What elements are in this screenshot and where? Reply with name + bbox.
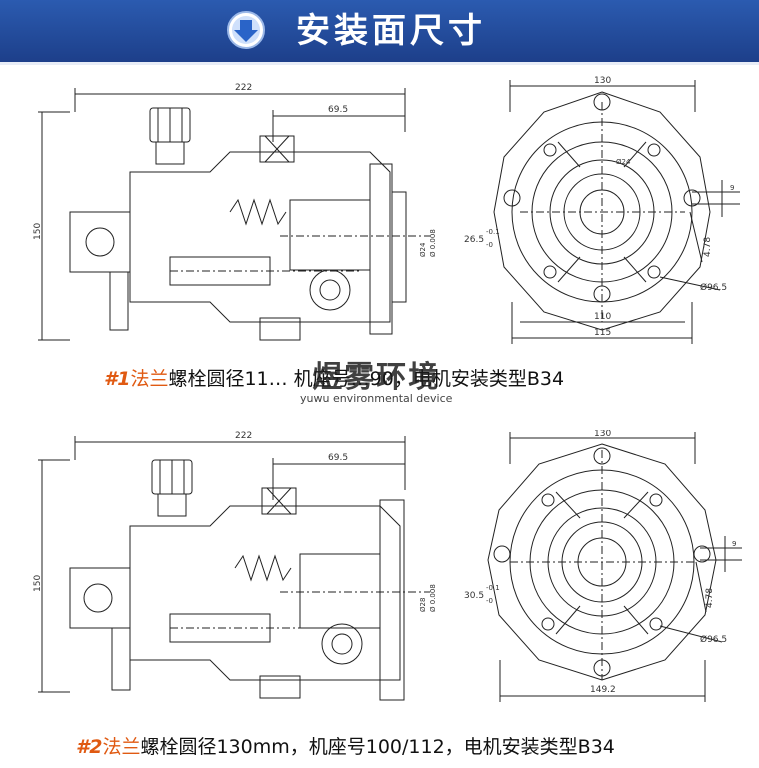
dim-key-depth: 4.78 <box>705 588 715 608</box>
flange1-caption: #1法兰螺栓圆径11… 机座号…90，电机安装类型B34 <box>104 364 564 391</box>
down-arrow-icon <box>227 11 265 49</box>
dim-center: Ø24 <box>616 158 631 166</box>
page-title: 安装面尺寸 <box>296 11 486 51</box>
dim-overall-length: 222 <box>235 83 252 93</box>
dim-width-top: 130 <box>594 76 611 86</box>
dim-depth: 69.5 <box>328 453 348 463</box>
flange1-label: 法兰 <box>130 368 169 390</box>
flange1-side-view: 222 69.5 150 Ø24 Ø 0.008 <box>30 72 460 362</box>
dim-pcd: Ø96.5 <box>700 634 727 645</box>
flange2-front-view: 130 149.2 30.5 -0.1 -0 9 4.78 Ø96.5 <box>460 430 750 710</box>
dim-overall-length: 222 <box>235 431 252 441</box>
watermark-chinese: 煜雾环境 <box>312 360 441 395</box>
dim-offset: 26.5 <box>464 235 484 245</box>
dim-height: 150 <box>33 223 43 240</box>
watermark-english: yuwu environmental device <box>300 392 453 405</box>
watermark: 煜雾环境 yuwu environmental device <box>300 352 452 405</box>
dim-tol-a: -0.1 <box>486 228 500 236</box>
dim-depth: 69.5 <box>328 105 348 115</box>
dim-offset: 30.5 <box>464 591 484 601</box>
dim-shaft-dia: Ø28 <box>419 598 427 612</box>
dim-shaft-dia: Ø24 <box>419 242 427 257</box>
flange2-number: #2 <box>76 736 103 758</box>
flange1-description: 螺栓圆径11… 机座号…90，电机安装类型B34 <box>168 368 565 390</box>
dim-shaft-tol: Ø 0.008 <box>429 584 437 612</box>
flange1-front-view: 130 110 115 26.5 -0.1 -0 9 4.78 Ø96.5 Ø2… <box>460 72 750 362</box>
dim-width-bottom: 149.2 <box>590 685 616 695</box>
flange1-number: #1 <box>104 368 131 390</box>
dim-key-depth: 4.78 <box>703 237 713 257</box>
dim-width-bottom: 115 <box>594 328 611 338</box>
dim-height: 150 <box>33 575 43 592</box>
dim-tol-b: -0 <box>486 597 493 605</box>
dim-width-inner: 110 <box>594 312 611 322</box>
dim-pcd: Ø96.5 <box>700 282 727 293</box>
dim-key-width: 9 <box>732 540 736 548</box>
dim-key-width: 9 <box>730 184 734 192</box>
flange2-description: 螺栓圆径130mm，机座号100/112，电机安装类型B34 <box>140 736 615 758</box>
dim-tol-a: -0.1 <box>486 584 500 592</box>
flange2-caption: #2法兰螺栓圆径130mm，机座号100/112，电机安装类型B34 <box>76 732 615 759</box>
dim-tol-b: -0 <box>486 241 493 249</box>
dim-shaft-tol: Ø 0.008 <box>429 229 437 257</box>
header-banner: 安装面尺寸 <box>0 0 759 65</box>
dim-width-top: 130 <box>594 430 611 439</box>
flange2-label: 法兰 <box>102 736 141 758</box>
flange2-side-view: 222 69.5 150 Ø28 Ø 0.008 <box>30 430 460 720</box>
